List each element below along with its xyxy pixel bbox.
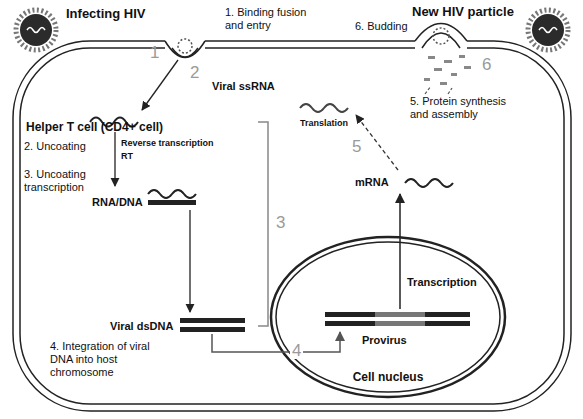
assembly-leader bbox=[425, 86, 431, 94]
callout-number: 2 bbox=[190, 64, 199, 81]
provirus-dna bbox=[325, 312, 470, 326]
mrna-strand bbox=[405, 179, 453, 187]
cell-nucleus: Cell nucleus bbox=[270, 236, 506, 398]
callout-number: 5 bbox=[352, 138, 361, 155]
hiv-virion bbox=[528, 10, 568, 50]
hiv-virion bbox=[16, 10, 56, 50]
molecule-label: RNA/DNA bbox=[92, 196, 143, 209]
callout-number: 1 bbox=[150, 44, 159, 61]
entry-pocket bbox=[165, 37, 205, 58]
rna-dna-hybrid bbox=[148, 190, 196, 198]
virus-label: New HIV particle bbox=[412, 4, 514, 20]
callout-number: 3 bbox=[276, 214, 285, 231]
translated-rna bbox=[300, 104, 348, 112]
ssrna-strand bbox=[90, 118, 138, 127]
process-label: Transcription bbox=[407, 276, 477, 289]
molecule-label: Provirus bbox=[362, 334, 407, 347]
step-bracket bbox=[258, 122, 268, 326]
t-cell: Cell nucleus Helper T cell (CD4+ cell) bbox=[12, 40, 572, 412]
rt-arrow bbox=[114, 132, 115, 186]
integration-line bbox=[212, 332, 340, 352]
molecule-label: Viral ssRNA bbox=[212, 80, 275, 93]
molecule-label: Viral dsDNA bbox=[110, 320, 173, 333]
protein-fragments bbox=[424, 55, 471, 85]
dsdna-strand bbox=[180, 327, 245, 332]
virus-label: Infecting HIV bbox=[66, 6, 145, 22]
step-label: 3. Uncoating transcription bbox=[24, 168, 104, 194]
step-label: 1. Binding fusion and entry bbox=[225, 6, 325, 32]
node-title: Cell nucleus bbox=[353, 370, 424, 384]
molecule-label: mRNA bbox=[355, 176, 389, 189]
step-label: 6. Budding bbox=[355, 20, 408, 33]
step-label: 5. Protein synthesis and assembly bbox=[410, 95, 520, 121]
node-title: Helper T cell (CD4+ cell) bbox=[26, 120, 163, 134]
step-label: 2. Uncoating bbox=[24, 140, 86, 153]
dna-strand bbox=[148, 200, 196, 205]
uncoating-arrow bbox=[142, 60, 178, 110]
export-arrow bbox=[356, 115, 398, 170]
assembly-leader bbox=[448, 88, 452, 94]
callout-number: 6 bbox=[482, 56, 491, 73]
callout-number: 4 bbox=[290, 342, 303, 359]
process-label: RT bbox=[121, 151, 133, 162]
dsdna-strand bbox=[180, 318, 245, 323]
step-label: 4. Integration of viral DNA into host ch… bbox=[50, 340, 155, 380]
synthesis-arrow bbox=[189, 210, 190, 312]
budding-membrane bbox=[415, 24, 467, 51]
process-label: Reverse transcription bbox=[121, 138, 214, 149]
transcription-arrow bbox=[399, 194, 401, 309]
process-label: Translation bbox=[300, 118, 348, 129]
